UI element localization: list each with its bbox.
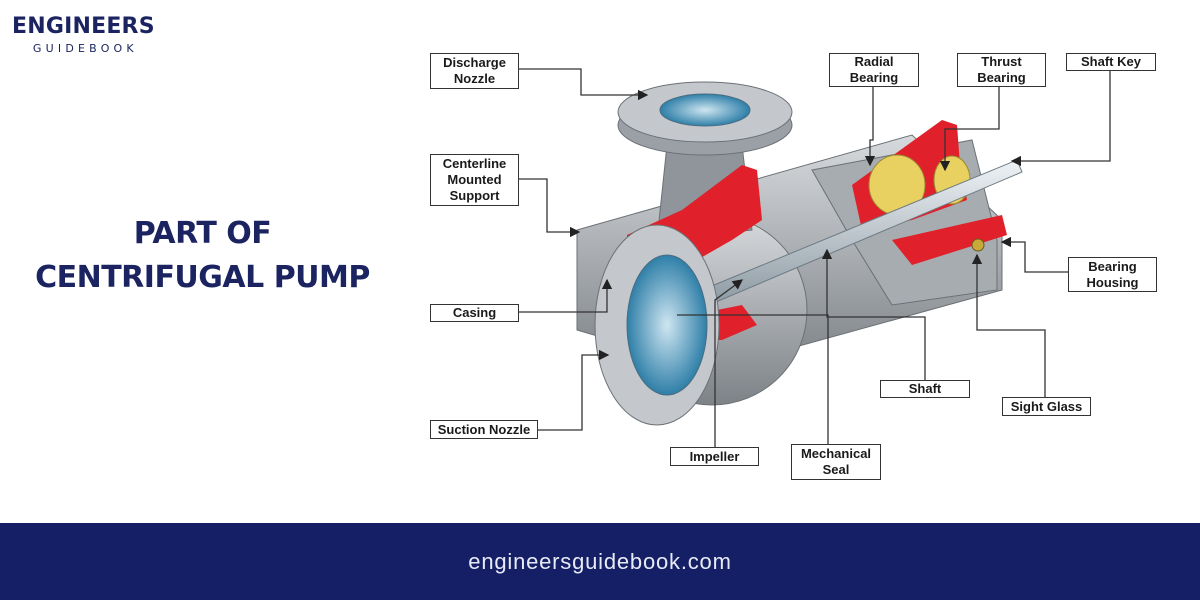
leader-radial — [864, 87, 876, 167]
label-shaft: Shaft — [880, 380, 970, 398]
title-line-2: CENTRIFUGAL PUMP — [35, 260, 370, 295]
label-text: Housing — [1086, 274, 1139, 290]
leader-bearing-housing — [1000, 236, 1068, 273]
label-text: Mechanical — [800, 446, 872, 461]
label-text: Nozzle — [453, 71, 496, 86]
footer-url-link[interactable]: engineersguidebook.com — [468, 548, 732, 574]
label-text: Bearing — [1088, 258, 1137, 274]
label-text: Support — [449, 188, 500, 203]
label-text: Discharge — [443, 55, 506, 70]
label-text: Seal — [822, 462, 850, 477]
leader-shaft — [821, 248, 926, 380]
leader-suction — [519, 349, 610, 431]
label-text: Thrust — [981, 54, 1022, 69]
sight-glass-shape — [971, 238, 985, 252]
label-shaft-key: Shaft Key — [1066, 53, 1156, 71]
label-casing: Casing — [430, 304, 519, 322]
bearing-cutaway-lower — [892, 215, 1007, 265]
label-text: Mounted — [447, 172, 502, 187]
discharge-bore — [659, 93, 751, 127]
suction-bore — [626, 254, 708, 396]
footer-bar: engineersguidebook.com — [0, 523, 1200, 600]
label-text: Radial — [854, 54, 894, 69]
logo-subtitle: GUIDEBOOK — [32, 42, 138, 55]
label-impeller: Impeller — [670, 447, 759, 466]
label-text: Bearing — [977, 70, 1026, 85]
leader-casing — [519, 278, 613, 313]
leader-impeller — [714, 279, 744, 450]
label-sight-glass: Sight Glass — [1002, 397, 1091, 416]
leader-mech-seal — [677, 314, 829, 445]
label-text: Bearing — [849, 70, 899, 85]
page-title: PART OF CENTRIFUGAL PUMP — [20, 212, 385, 300]
pump-illustration — [519, 67, 1111, 450]
leader-discharge — [519, 68, 649, 101]
leader-centerline — [519, 178, 581, 238]
logo-wordmark: ENGINEERS — [12, 14, 155, 39]
leader-thrust — [939, 87, 1000, 172]
leader-lines — [519, 67, 1111, 450]
leader-sight-glass — [971, 253, 1046, 398]
title-line-1: PART OF — [133, 216, 272, 251]
label-text: Centerline — [442, 156, 507, 171]
label-suction-nozzle: Suction Nozzle — [430, 420, 538, 439]
leader-shaft-key — [1010, 67, 1111, 167]
brand-logo[interactable]: ENGINEERS GUIDEBOOK — [12, 14, 155, 55]
